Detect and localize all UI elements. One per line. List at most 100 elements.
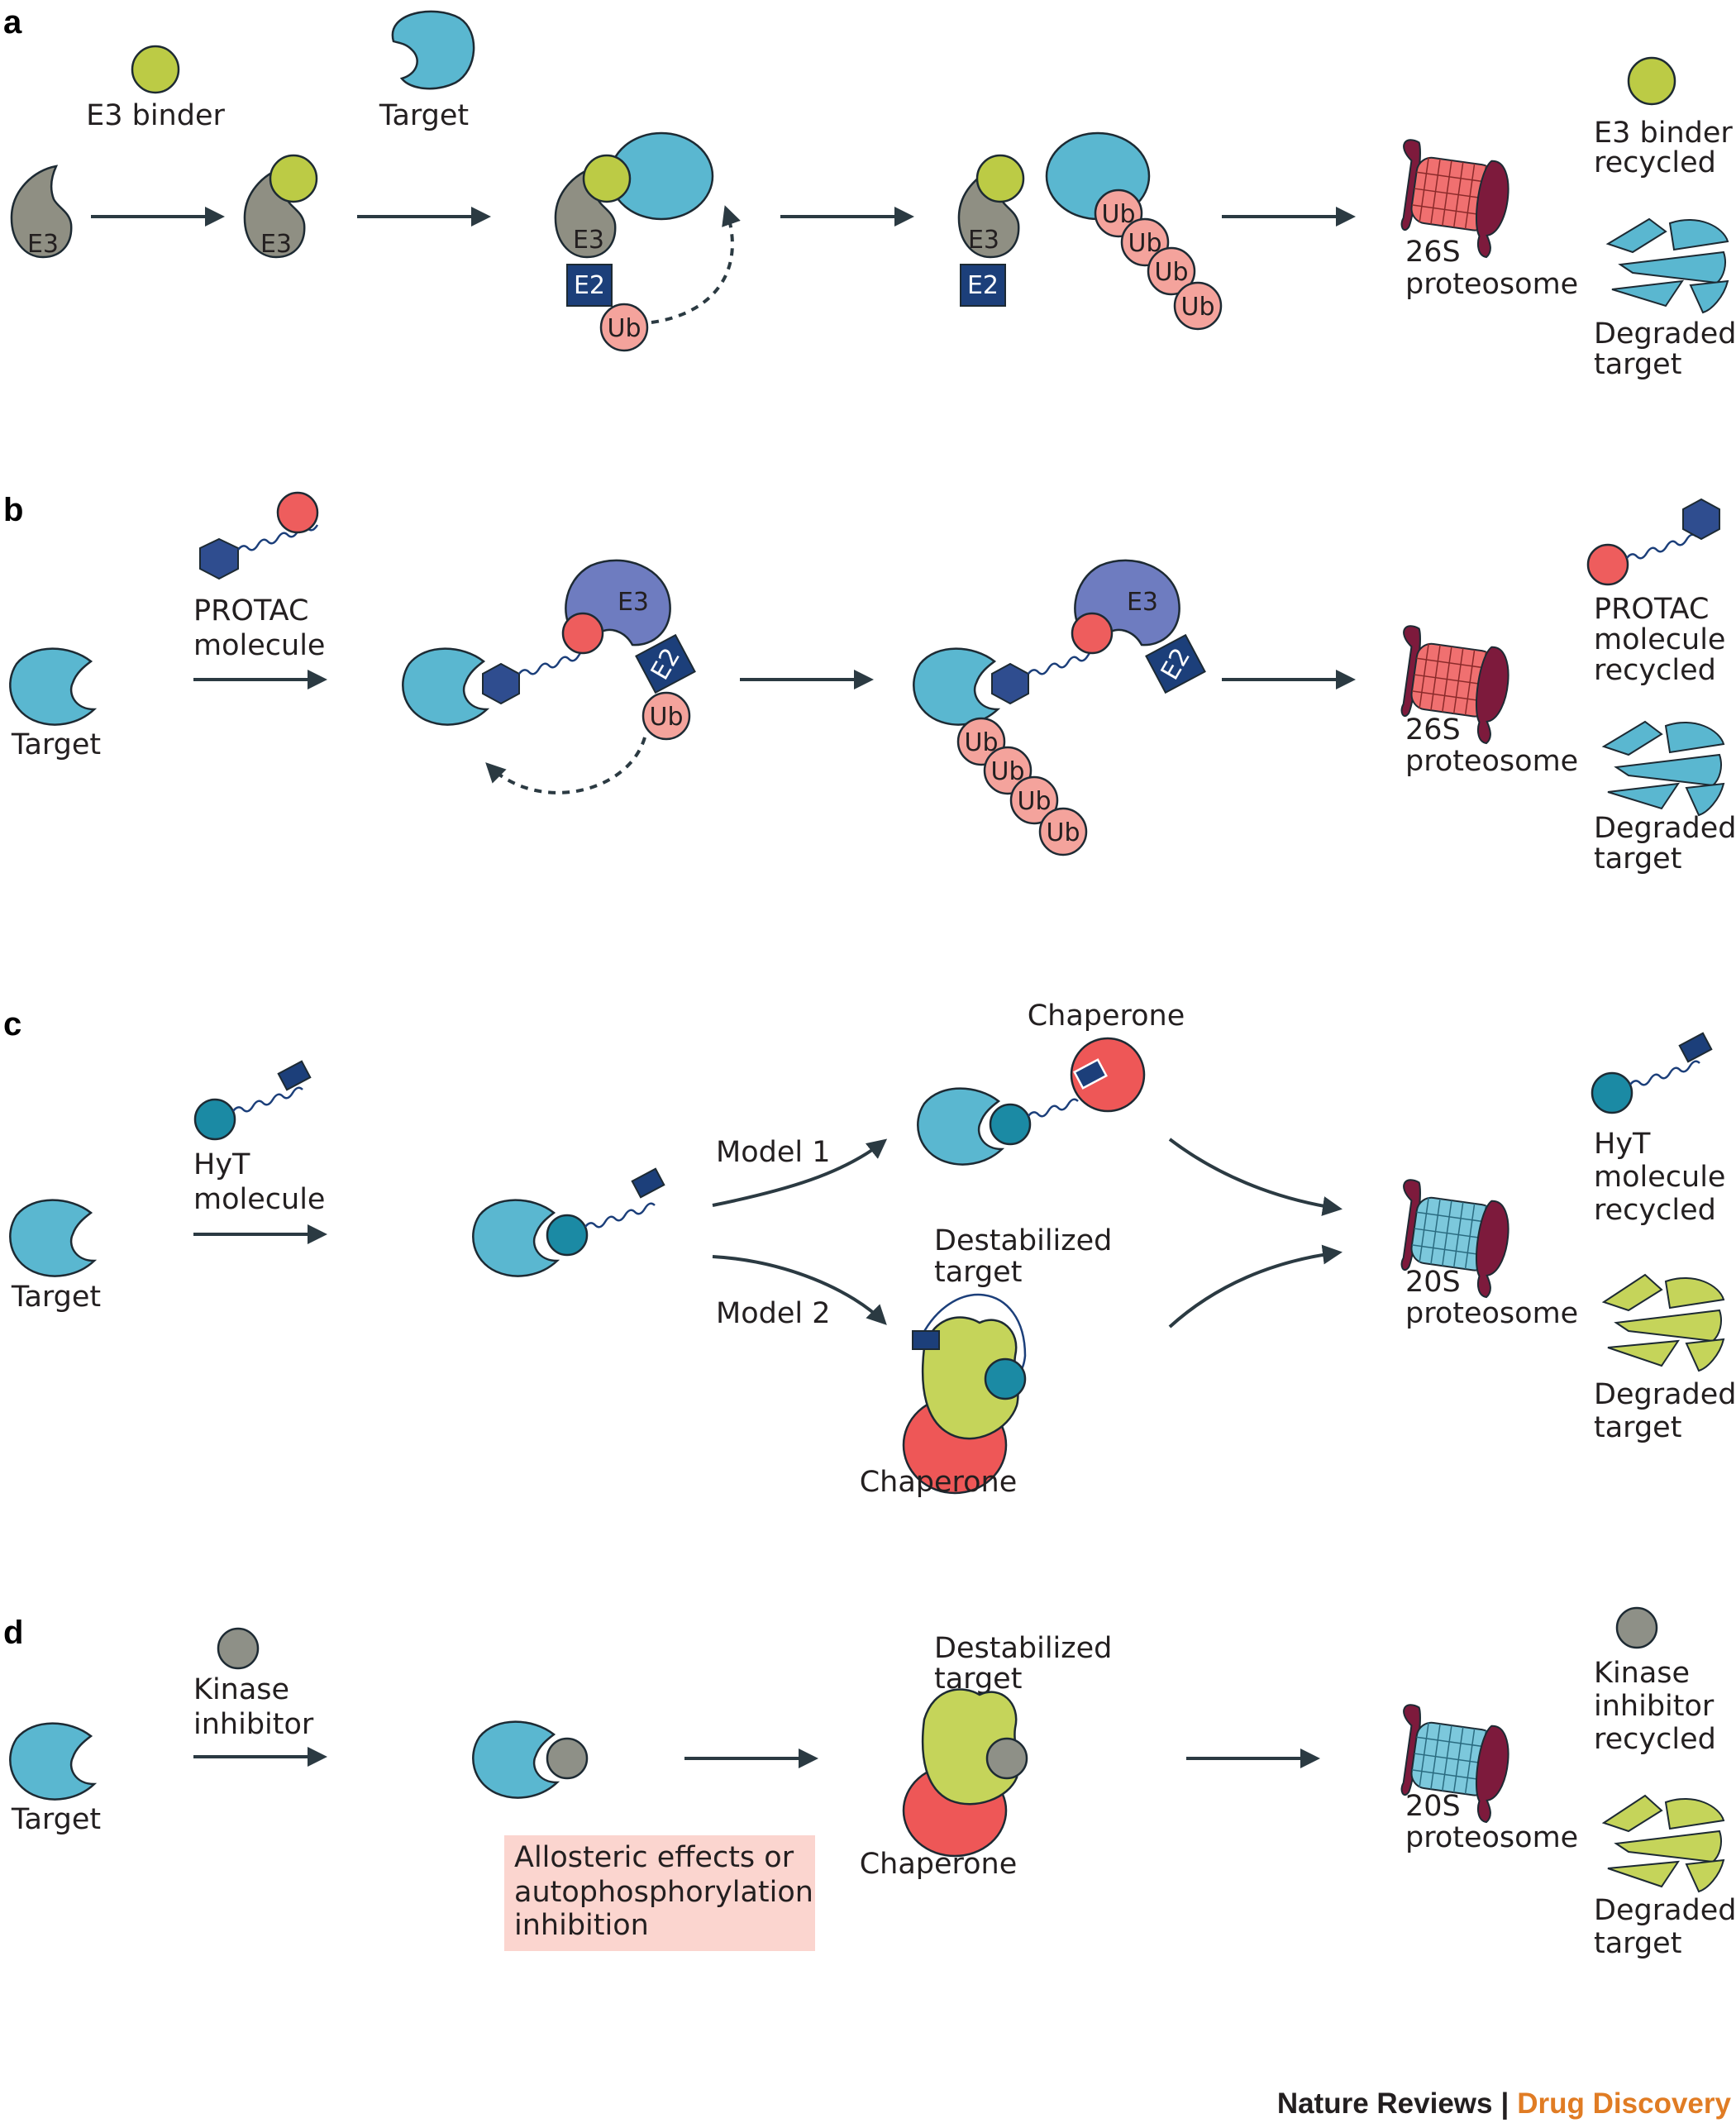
recycled-label: molecule: [1594, 1161, 1725, 1194]
hexagon-ligand: [199, 537, 239, 580]
destabilized-label: Destabilized: [934, 1224, 1112, 1257]
chaperone-label: Chaperone: [1028, 999, 1185, 1033]
degraded-fragments: [1603, 1795, 1724, 1892]
hexagon-ligand: [482, 662, 520, 705]
target-shape: [402, 647, 489, 726]
ub-label: Ub: [990, 757, 1024, 786]
kinase-label: inhibitor: [193, 1708, 314, 1741]
linker: [518, 649, 589, 675]
hyt-ball: [546, 1214, 589, 1257]
ubiquitin: [1147, 246, 1196, 296]
target-shape: [9, 1722, 96, 1801]
arrow-model-1: [712, 1138, 888, 1207]
model1-label: Model 1: [716, 1136, 830, 1169]
ub-label: Ub: [649, 703, 683, 732]
target-shape: [913, 647, 999, 726]
degraded-label: target: [1594, 1411, 1681, 1444]
degraded-label: target: [1594, 1927, 1681, 1960]
credit-separator: |: [1500, 2087, 1509, 2120]
target-shape: [917, 1087, 1004, 1166]
hydrophobic-tag: [1073, 1058, 1108, 1090]
hexagon-ligand: [1682, 498, 1720, 541]
hexagon-ligand: [991, 662, 1029, 705]
protac-label: molecule: [193, 629, 325, 662]
target-label: Target: [379, 99, 469, 132]
target-label: Target: [11, 1803, 101, 1836]
e3-binder-label: E3 binder: [86, 99, 225, 132]
ubiquitin: [1173, 281, 1223, 331]
panel-letter-b: b: [3, 492, 23, 528]
panel-a: a E3 binder Target E3 E3 E3 E2 Ub E3 E2: [3, 4, 1736, 381]
proteasome-label: proteosome: [1405, 268, 1578, 301]
hyt-ball: [989, 1103, 1032, 1146]
journal-name: Nature Reviews: [1277, 2087, 1493, 2120]
target-shape: [9, 1199, 96, 1277]
e3-label: E3: [618, 588, 649, 617]
panel-letter-a: a: [3, 4, 22, 41]
e3-binder-ball: [131, 45, 180, 94]
ubiquitin: [599, 303, 649, 352]
arrow-model-2: [712, 1255, 887, 1325]
target-shape: [9, 647, 96, 726]
recycled-label: recycled: [1594, 146, 1716, 179]
recycled-label: recycled: [1594, 654, 1716, 687]
linker: [1028, 1098, 1079, 1118]
protac-ball: [276, 491, 319, 534]
recycled-label: molecule: [1594, 623, 1725, 656]
journal-section: Drug Discovery: [1517, 2087, 1731, 2120]
model2-label: Model 2: [716, 1297, 830, 1330]
ub-label: Ub: [1154, 258, 1188, 287]
e2-box: [635, 633, 696, 694]
protac-ball: [561, 612, 604, 655]
proteasome-label: proteosome: [1405, 745, 1578, 778]
e2-label: E2: [967, 271, 999, 300]
proteasome-label: 26S: [1405, 236, 1461, 269]
ub-label: Ub: [1017, 787, 1051, 816]
arrow-c-merge-1: [1168, 1138, 1343, 1216]
callout-text: inhibition: [514, 1909, 649, 1942]
panel-letter-c: c: [3, 1006, 21, 1042]
recycled-label: PROTAC: [1594, 593, 1709, 626]
recycled-label: E3 binder: [1594, 117, 1733, 150]
protac-label: PROTAC: [193, 594, 308, 627]
recycled-label: recycled: [1594, 1194, 1716, 1227]
linker: [1028, 649, 1099, 675]
e3-binder-ball: [269, 154, 318, 203]
hyt-ball: [193, 1098, 236, 1141]
degraded-fragments: [1603, 1274, 1724, 1372]
degraded-label: Degraded: [1594, 812, 1736, 845]
target-shape: [472, 1199, 559, 1277]
panel-c: c HyT molecule Target Model 1 Model 2 Ch…: [3, 999, 1736, 1499]
degraded-label: Degraded: [1594, 1378, 1736, 1411]
proteasome-label: 20S: [1405, 1790, 1461, 1823]
hydrophobic-tag: [912, 1330, 940, 1350]
proteasome-label: 26S: [1405, 713, 1461, 747]
hydrophobic-tag: [631, 1167, 665, 1199]
e3-label: E3: [27, 230, 59, 259]
degraded-fragments: [1603, 721, 1724, 816]
kinase-label: Kinase: [193, 1673, 289, 1706]
kinase-inhibitor-ball: [1615, 1606, 1658, 1649]
target-shape: [472, 1720, 559, 1799]
ub-transfer-arrow: [651, 205, 741, 324]
recycled-label: inhibitor: [1594, 1690, 1715, 1723]
degraded-label: target: [1594, 348, 1681, 381]
e2-box: [960, 264, 1006, 307]
hydrophobic-tag: [1678, 1032, 1713, 1063]
ubiquitin: [1038, 807, 1088, 856]
journal-credit: Nature Reviews|Drug Discovery: [1277, 2087, 1732, 2120]
e2-label: E2: [574, 271, 605, 300]
e3-binder-ball: [1627, 56, 1676, 106]
panel-letter-d: d: [3, 1615, 23, 1651]
chaperone-label: Chaperone: [860, 1466, 1018, 1499]
e3-binder-ball: [975, 154, 1025, 203]
ub-label: Ub: [607, 314, 641, 343]
e3-label: E3: [968, 226, 999, 255]
arrow-c-merge-2: [1168, 1244, 1343, 1329]
panel-d: d Kinase inhibitor Target Allosteric eff…: [3, 1606, 1736, 1960]
e3-label: E3: [260, 230, 292, 259]
recycled-label: HyT: [1594, 1128, 1651, 1161]
ubiquitin: [641, 691, 691, 741]
kinase-inhibitor-ball: [985, 1737, 1028, 1780]
